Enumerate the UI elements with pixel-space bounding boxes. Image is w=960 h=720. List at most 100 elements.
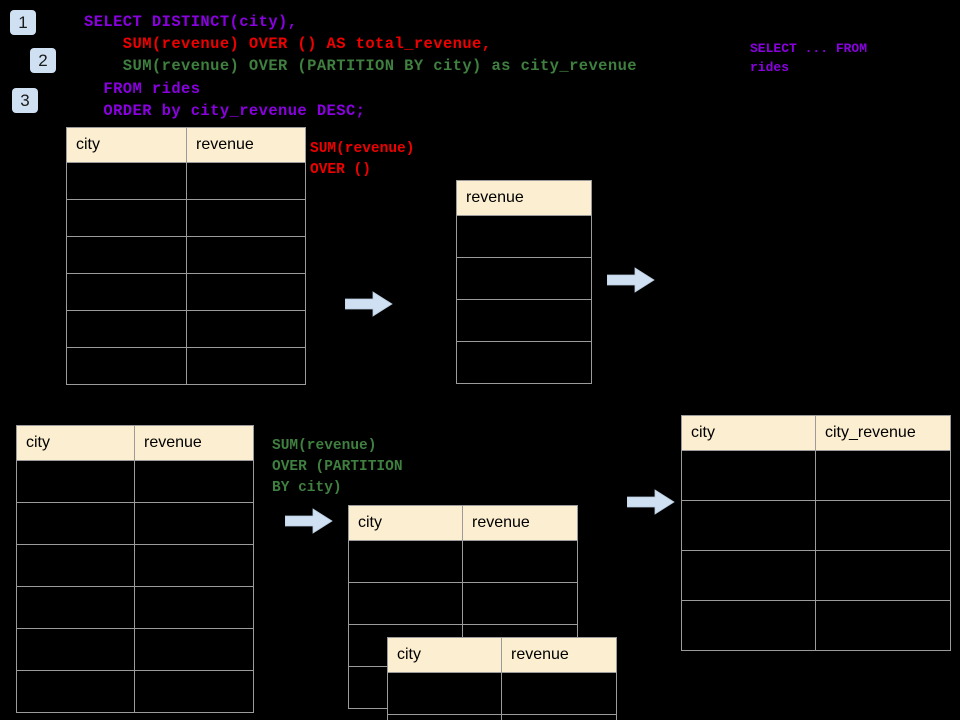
table-cell: [456, 215, 592, 258]
table-cell: [16, 586, 135, 629]
table-row: [16, 502, 254, 545]
arrow-total-revenue-to-result: [606, 267, 655, 293]
city-revenue-label: SUM(revenue) OVER (PARTITION BY city): [272, 438, 403, 496]
table-cell: [134, 502, 254, 545]
table-cell: [66, 347, 187, 385]
table-cell: [681, 600, 816, 651]
table-row: [66, 347, 306, 385]
table-cell: [348, 582, 463, 625]
source-table-label: SELECT ... FROM rides: [750, 41, 868, 75]
arrow-right-icon: [284, 508, 333, 534]
total-revenue-table: revenue: [456, 180, 592, 384]
table-row: [16, 628, 254, 671]
table-row: [66, 273, 306, 311]
table-cell: [348, 540, 463, 583]
table-cell: [462, 582, 578, 625]
table-cell: [815, 600, 951, 651]
table-cell: [501, 672, 617, 715]
arrow-rides-to-total-revenue: [344, 291, 393, 317]
sql-line-1: SELECT DISTINCT(city),: [84, 13, 298, 31]
table-cell: [681, 550, 816, 601]
table-cell: [186, 310, 306, 348]
table-cell: [456, 341, 592, 384]
table-cell: [186, 347, 306, 385]
sql-line-5: ORDER by city_revenue DESC;: [84, 102, 366, 120]
table-cell: [815, 550, 951, 601]
table-row: [681, 450, 951, 501]
table-row: [456, 341, 592, 384]
column-header-city: city: [387, 637, 502, 673]
table-row: [681, 550, 951, 601]
table-cell: [16, 544, 135, 587]
table-header-row: revenue: [456, 180, 592, 216]
table-cell: [681, 450, 816, 501]
step-badge-1: 1: [10, 10, 36, 35]
table-row: [16, 544, 254, 587]
column-header-revenue: revenue: [134, 425, 254, 461]
table-cell: [387, 714, 502, 720]
total-revenue-label: SUM(revenue) OVER (): [310, 141, 415, 178]
table-row: [456, 215, 592, 258]
arrow-right-icon: [606, 267, 655, 293]
table-cell: [387, 672, 502, 715]
arrow-right-icon: [344, 291, 393, 317]
table-cell: [66, 199, 187, 237]
sql-line-2: SUM(revenue) OVER () AS total_revenue,: [84, 35, 492, 53]
step-badge-2: 2: [30, 48, 56, 73]
sql-line-3: SUM(revenue) OVER (PARTITION BY city) as…: [84, 57, 637, 75]
table-row: [66, 162, 306, 200]
table-cell: [16, 460, 135, 503]
column-header-revenue: revenue: [456, 180, 592, 216]
table-cell: [501, 714, 617, 720]
table-cell: [66, 310, 187, 348]
table-cell: [186, 273, 306, 311]
arrow-right-icon: [626, 489, 675, 515]
sql-line-4: FROM rides: [84, 80, 201, 98]
column-header-city: city: [348, 505, 463, 541]
table-cell: [134, 628, 254, 671]
table-row: [456, 257, 592, 300]
table-row: [456, 299, 592, 342]
table-cell: [462, 540, 578, 583]
column-header-city: city: [681, 415, 816, 451]
table-cell: [16, 502, 135, 545]
column-header-revenue: revenue: [462, 505, 578, 541]
column-header-revenue: revenue: [501, 637, 617, 673]
column-header-city: city: [66, 127, 187, 163]
table-row: [16, 670, 254, 713]
table-cell: [66, 273, 187, 311]
table-row: [387, 714, 617, 720]
table-row: [66, 236, 306, 274]
table-cell: [134, 670, 254, 713]
table-row: [16, 586, 254, 629]
table-cell: [186, 236, 306, 274]
table-row: [387, 672, 617, 715]
table-cell: [66, 236, 187, 274]
table-row: [348, 582, 578, 625]
table-cell: [456, 299, 592, 342]
table-cell: [16, 670, 135, 713]
table-row: [681, 600, 951, 651]
table-row: [681, 500, 951, 551]
table-cell: [815, 500, 951, 551]
table-cell: [456, 257, 592, 300]
table-cell: [16, 628, 135, 671]
table-cell: [681, 500, 816, 551]
table-cell: [134, 460, 254, 503]
arrow-partition-to-result: [626, 489, 675, 515]
arrow-rides-to-partition: [284, 508, 333, 534]
table-cell: [815, 450, 951, 501]
table-row: [66, 310, 306, 348]
step-badge-3: 3: [12, 88, 38, 113]
table-cell: [186, 199, 306, 237]
table-row: [16, 460, 254, 503]
